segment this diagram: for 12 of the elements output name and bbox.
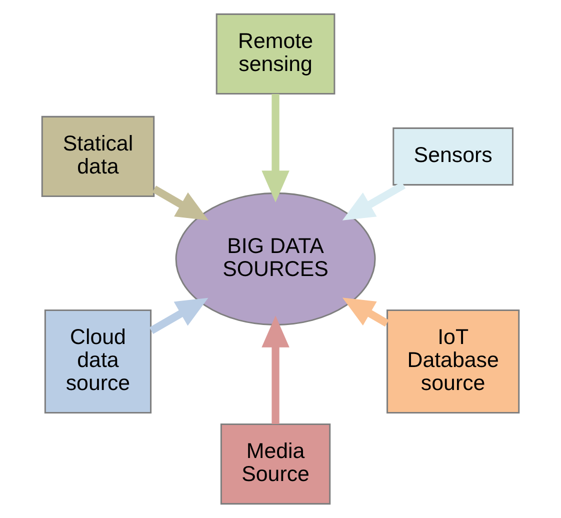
arrow bbox=[342, 298, 389, 327]
node-box: Remote sensing bbox=[216, 13, 336, 95]
node-box: IoT Database source bbox=[386, 309, 520, 414]
arrow bbox=[342, 182, 406, 220]
node-box: Statical data bbox=[41, 116, 155, 198]
node-box: Media Source bbox=[220, 423, 331, 505]
node-box: Cloud data source bbox=[44, 309, 152, 414]
arrow bbox=[262, 316, 290, 424]
arrow bbox=[149, 298, 208, 334]
arrow bbox=[262, 94, 290, 202]
arrow bbox=[152, 186, 208, 220]
node-box: Sensors bbox=[392, 127, 514, 186]
